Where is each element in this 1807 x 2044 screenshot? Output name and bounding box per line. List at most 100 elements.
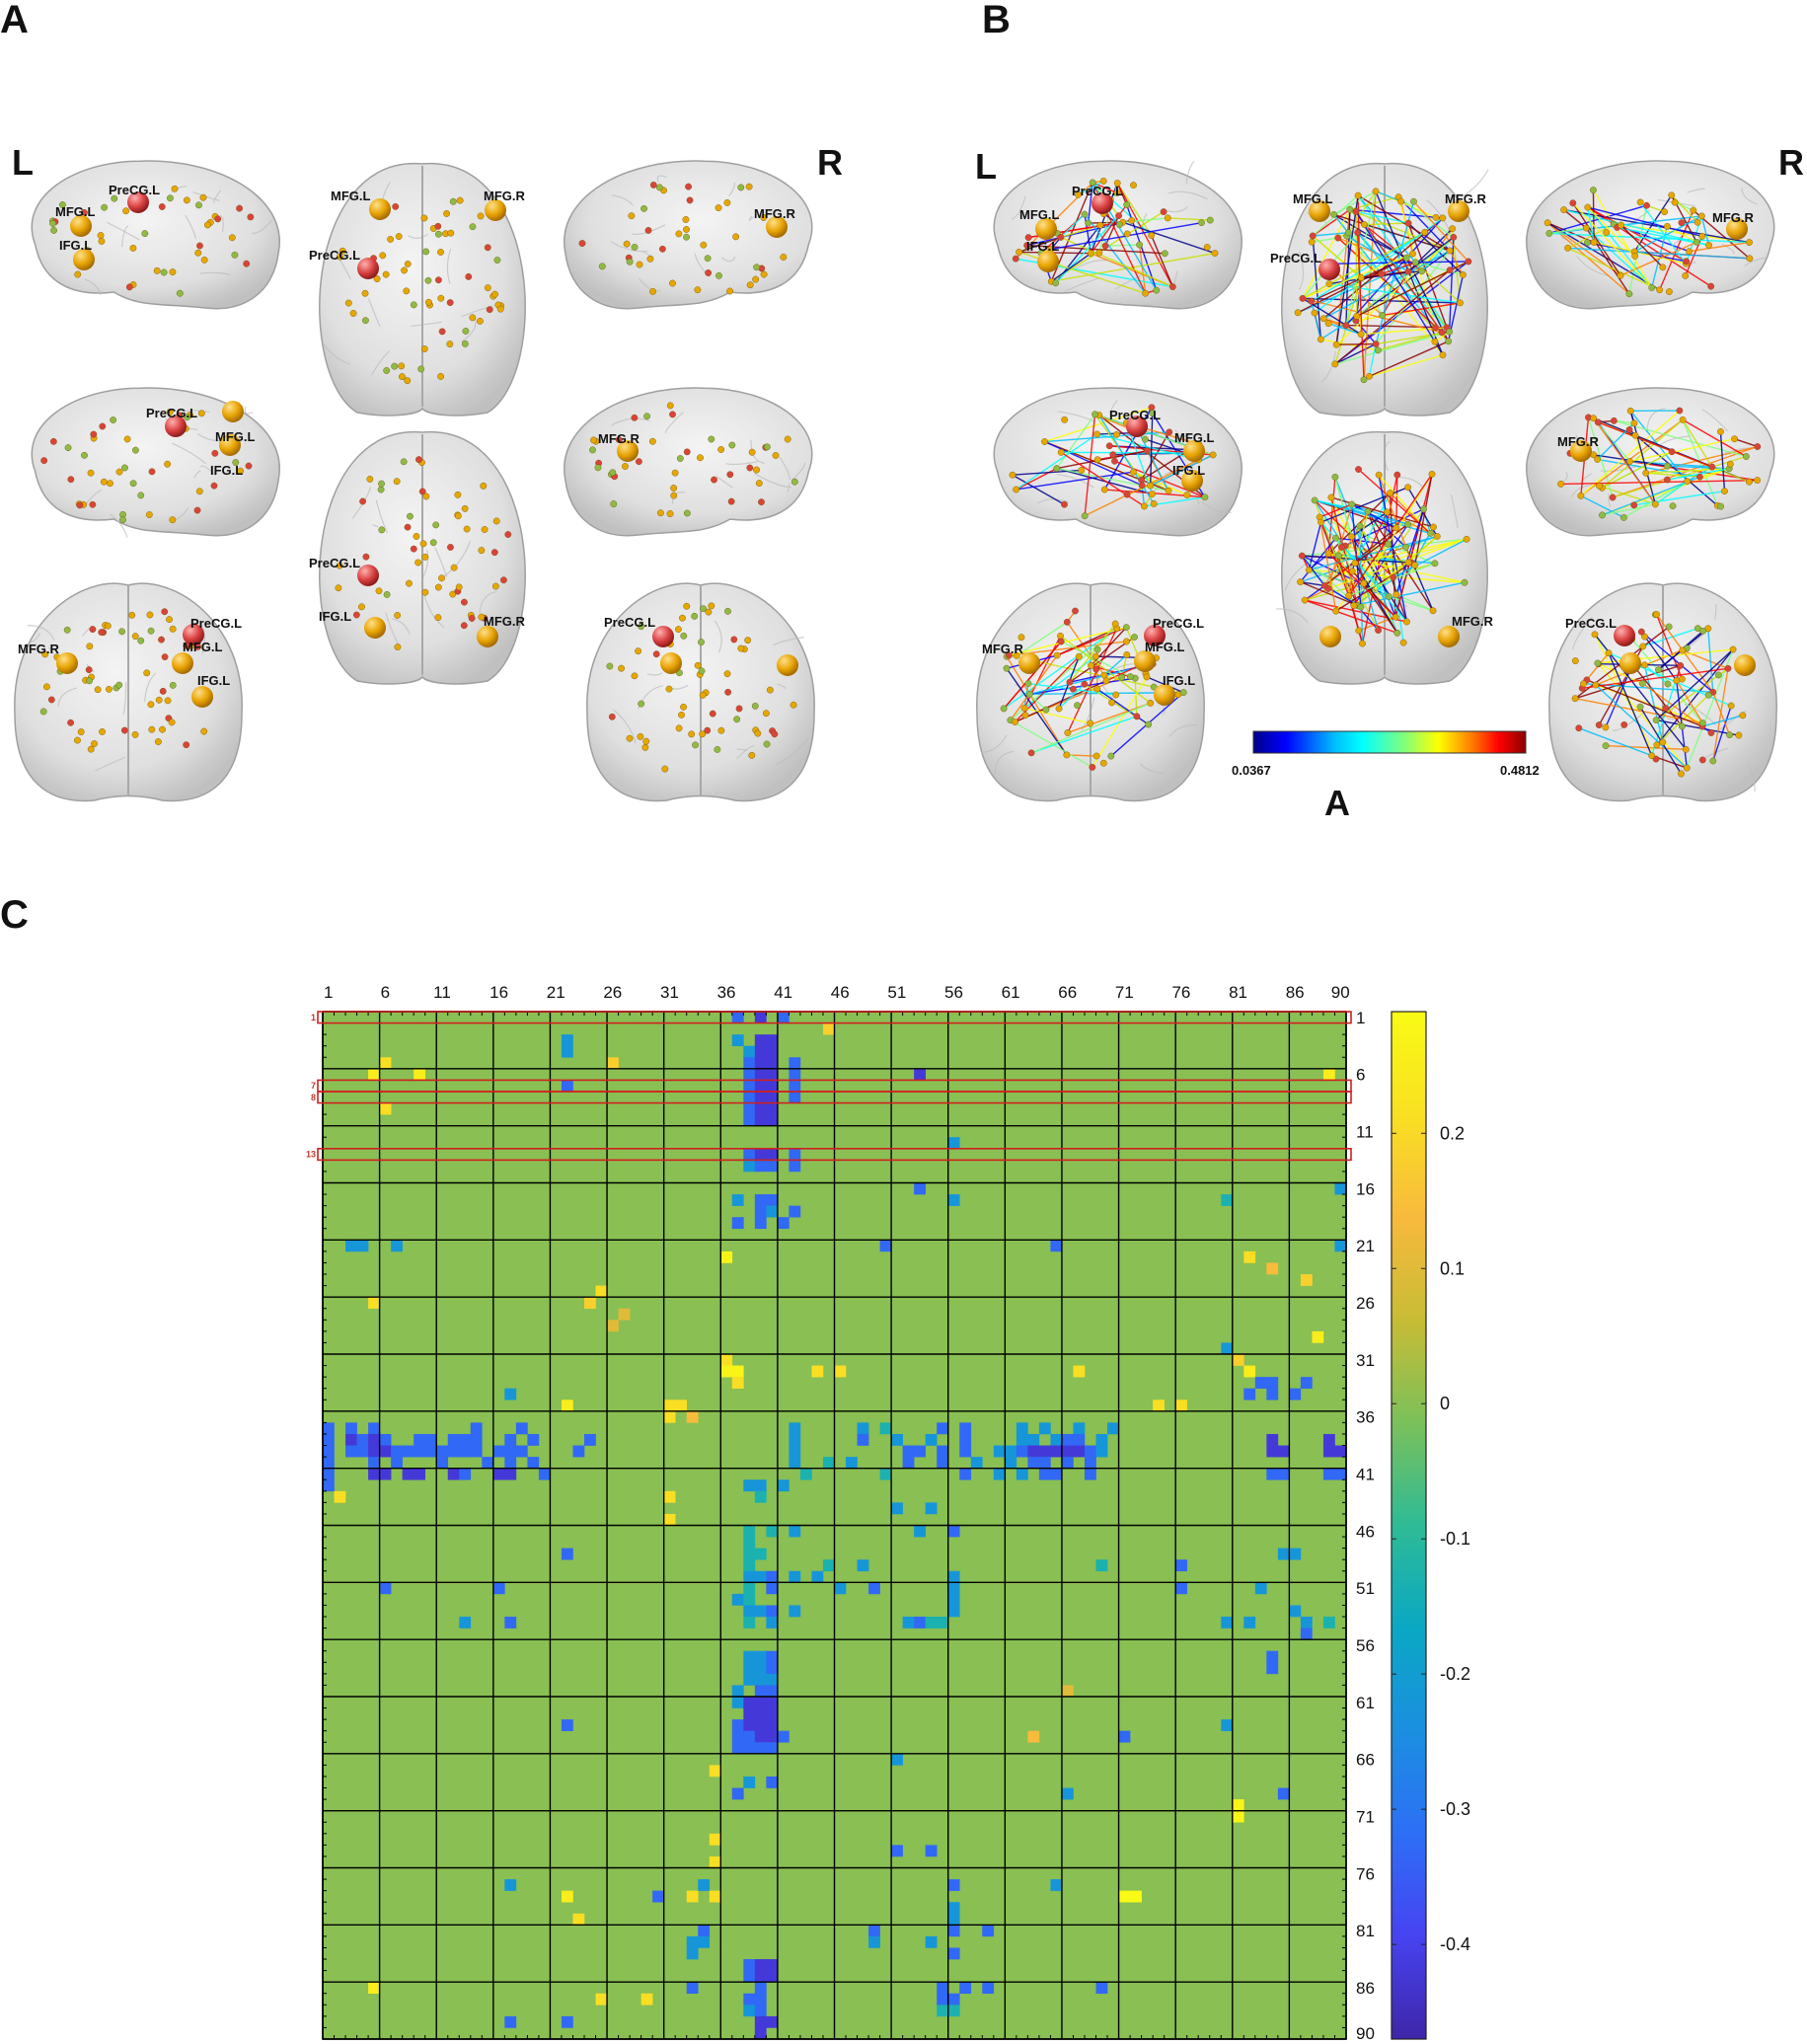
heatmap-cell [937, 1993, 949, 2006]
heatmap-cell [1073, 1445, 1086, 1458]
heatmap-cell [743, 1148, 756, 1161]
heatmap-cell [1061, 1457, 1074, 1469]
heatmap-cell [470, 1445, 483, 1458]
roi-label-mfg-r: MFG.R [598, 431, 640, 446]
heatmap-cell [686, 1935, 699, 1948]
heatmap-cell [879, 1468, 892, 1480]
x-tick-label: 66 [1058, 983, 1077, 1002]
heatmap-cell [1038, 1422, 1051, 1435]
heatmap-cell [334, 1490, 346, 1503]
heatmap-cell [1266, 1433, 1279, 1446]
heatmap-cell [356, 1445, 369, 1458]
heatmap-cell [766, 1776, 779, 1788]
roi-label-ifg-l: IFG.L [1172, 463, 1205, 478]
heatmap-cell [731, 1787, 744, 1800]
roi-node-frontal [1183, 440, 1205, 462]
brain-view-sagittal [31, 160, 280, 310]
heatmap-cell [1061, 1445, 1074, 1458]
heatmap-cell [368, 1068, 380, 1081]
heatmap-cell [947, 1582, 960, 1595]
heatmap-cell [368, 1433, 380, 1446]
roi-node-precg [1614, 625, 1635, 646]
heatmap-cell [947, 1593, 960, 1606]
heatmap-cell [686, 1982, 699, 1995]
roi-node-frontal [1734, 654, 1756, 676]
heatmap-cell [1243, 1388, 1256, 1401]
heatmap-cell [709, 1855, 721, 1868]
roi-node-frontal [1619, 652, 1641, 674]
heatmap-cell [754, 1548, 767, 1560]
heatmap-cell [766, 1662, 779, 1675]
heatmap-cell [1175, 1559, 1187, 1572]
heatmap-cell [902, 1445, 915, 1458]
roi-label-precg-l: PreCG.L [309, 248, 360, 263]
roi-node-frontal [1438, 626, 1460, 647]
heatmap-cell [925, 1935, 938, 1948]
heatmap-cell [754, 1091, 767, 1103]
heatmap-cell [937, 1982, 949, 1995]
heatmap-cell [789, 1148, 801, 1161]
heatmap-cell [743, 1091, 756, 1103]
heatmap-cell [1243, 1617, 1256, 1628]
heatmap-cell [959, 1445, 972, 1458]
heatmap-cell [754, 1490, 767, 1503]
roi-label-ifg-l: IFG.L [59, 238, 92, 253]
heatmap-cell [777, 1730, 790, 1743]
heatmap-cell [368, 1457, 380, 1469]
heatmap-cell [766, 1730, 779, 1743]
roi-node-frontal [364, 617, 386, 639]
edge-colorbar [1252, 730, 1527, 754]
heatmap-cells [323, 1012, 1347, 2040]
heatmap-cell [1300, 1617, 1313, 1628]
roi-label-ifg-l: IFG.L [1163, 673, 1195, 688]
heatmap-cell [754, 1719, 767, 1731]
heatmap-cell [1038, 1445, 1051, 1458]
x-tick-label: 36 [717, 983, 736, 1002]
heatmap-cell [1095, 1559, 1108, 1572]
roi-node-precg [357, 258, 379, 279]
heatmap-cell [595, 1993, 608, 2006]
heatmap-cell [618, 1308, 631, 1321]
heatmap-cell [914, 1068, 926, 1081]
heatmap-cell [391, 1240, 403, 1252]
y-tick-label: 16 [1356, 1179, 1375, 1198]
brain-views [14, 160, 1777, 802]
heatmap-cell [607, 1057, 619, 1070]
heatmap-cell [686, 1947, 699, 1960]
heatmap-cell [766, 1582, 779, 1595]
heatmap-cell [731, 1593, 744, 1606]
heatmap-cell [959, 1433, 972, 1446]
heatmap-cell [743, 1559, 756, 1572]
roi-label-mfg-r: MFG.R [1452, 614, 1493, 629]
heatmap-cell [766, 1685, 779, 1698]
roi-label-mfg-l: MFG.L [331, 189, 370, 203]
heatmap-cell [379, 1445, 392, 1458]
brain-view-sagittal [1526, 387, 1775, 537]
heatmap-cell [789, 1160, 801, 1173]
roi-node-frontal [1309, 200, 1330, 222]
heatmap-cell [1300, 1377, 1313, 1389]
heatmap-cell [777, 1012, 790, 1023]
heatmap-cell [754, 1605, 767, 1618]
heatmap-cell [834, 1365, 847, 1378]
heatmap-cell [754, 1194, 767, 1206]
heatmap-cell [754, 2015, 767, 2028]
heatmap-cell [323, 1479, 335, 1492]
heatmap-cell [947, 1925, 960, 1937]
colorbar-tick-label: 0.1 [1440, 1258, 1465, 1278]
heatmap-cell [459, 1617, 472, 1628]
heatmap-cell [789, 1091, 801, 1103]
heatmap-cell [766, 1034, 779, 1046]
colorbar-tick-label: -0.3 [1440, 1799, 1470, 1819]
heatmap-cell [743, 1776, 756, 1788]
heatmap-cell [1243, 1250, 1256, 1263]
heatmap-cell [925, 1502, 938, 1515]
y-tick-label: 76 [1356, 1864, 1375, 1883]
heatmap-cell [789, 1525, 801, 1538]
heatmap-cell [754, 1160, 767, 1173]
y-tick-label: 90 [1356, 2024, 1375, 2043]
heatmap-cell [414, 1468, 425, 1480]
roi-node-frontal [70, 215, 92, 237]
heatmap-cell [947, 1879, 960, 1891]
